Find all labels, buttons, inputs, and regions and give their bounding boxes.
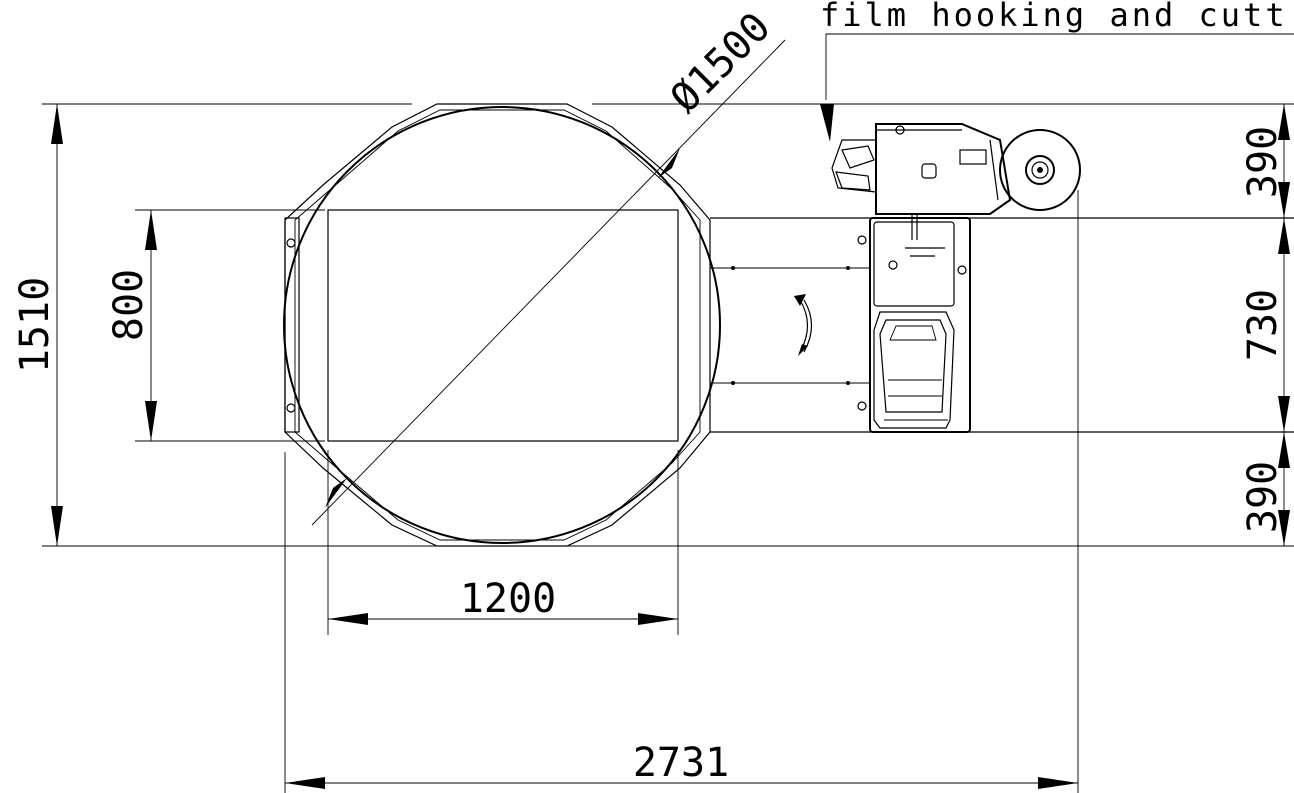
arrow-icon bbox=[658, 148, 680, 178]
film-hooking-annotation: film hooking and cutt bbox=[820, 0, 1288, 34]
dimension-total-length: 2731 bbox=[285, 740, 1078, 789]
bolt-icon bbox=[286, 403, 296, 413]
arrow-icon bbox=[325, 478, 347, 508]
arrow-icon bbox=[820, 104, 834, 142]
dimension-label: 800 bbox=[106, 269, 152, 341]
conveyor-section bbox=[710, 217, 1294, 433]
dimension-label: 2731 bbox=[633, 740, 729, 786]
pallet-outline bbox=[327, 209, 679, 442]
bolt-icon bbox=[888, 260, 898, 270]
film-unit: film hooking and cutt bbox=[820, 0, 1294, 215]
diameter-line bbox=[311, 39, 786, 526]
bolt-icon bbox=[857, 401, 867, 411]
dimension-label: 390 bbox=[1240, 461, 1286, 533]
dimension-pallet-depth: 800 bbox=[106, 210, 157, 441]
dimension-label: 1200 bbox=[460, 576, 556, 622]
film-roll-icon bbox=[999, 129, 1081, 211]
turntable-disc bbox=[283, 106, 721, 544]
dimension-pallet-width: 1200 bbox=[328, 576, 678, 625]
dimension-label: 390 bbox=[1240, 126, 1286, 198]
extension-lines bbox=[42, 103, 1294, 793]
base-side-plate bbox=[284, 217, 300, 433]
turntable-frame bbox=[284, 103, 711, 547]
bolt-icon bbox=[957, 265, 967, 275]
rotation-arrow-icon bbox=[799, 299, 809, 353]
dimension-total-height: 1510 bbox=[12, 104, 63, 546]
dimension-label: 730 bbox=[1240, 289, 1286, 361]
dimension-right-stack: 390 730 390 bbox=[1240, 104, 1290, 546]
turntable bbox=[283, 39, 786, 547]
mast-carriage bbox=[869, 215, 971, 433]
turntable-frame-inner bbox=[294, 109, 701, 541]
bolt-icon bbox=[857, 235, 867, 245]
dimension-label: 1510 bbox=[12, 277, 58, 373]
bolt-icon bbox=[895, 125, 905, 135]
bolt-icon bbox=[286, 238, 296, 248]
